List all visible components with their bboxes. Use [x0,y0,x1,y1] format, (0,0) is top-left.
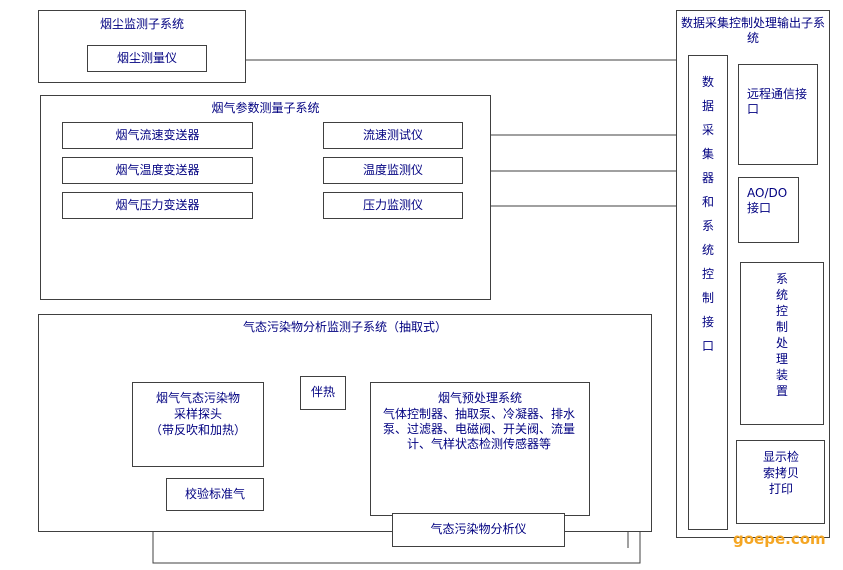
probe-line-2: 采样探头 [173,407,222,421]
temp-instrument-box: 温度监测仪 [323,157,463,184]
remote-comm-label: 远程通信接口 [747,87,808,116]
watermark: goepe.com [733,530,826,548]
aodo-interface-box: AO/DO接口 [738,177,799,243]
probe-line-3: （带反吹和加热） [149,423,246,437]
temp-instrument-label: 温度监测仪 [362,163,423,177]
flow-instrument-label: 流速测试仪 [362,128,423,142]
calibration-gas-box: 校验标准气 [166,478,264,511]
dust-subsystem-title: 烟尘监测子系统 [99,17,184,31]
temp-transmitter-box: 烟气温度变送器 [62,157,253,184]
temp-transmitter-label: 烟气温度变送器 [115,163,200,177]
flow-transmitter-label: 烟气流速变送器 [115,128,200,142]
pretreatment-title: 烟气预处理系统 [437,391,522,405]
gas-analyzer-label: 气态污染物分析仪 [430,522,527,536]
control-unit-box: 系统控制处理装置 [740,262,824,425]
pretreatment-components: 气体控制器、抽取泵、冷凝器、排水泵、过滤器、电磁阀、开关阀、流量计、气样状态检测… [382,407,575,451]
flow-instrument-box: 流速测试仪 [323,122,463,149]
probe-line-1: 烟气气态污染物 [155,391,240,405]
gas-analyzer-box: 气态污染物分析仪 [392,513,565,547]
remote-comm-box: 远程通信接口 [738,64,818,165]
control-unit-label: 系统控制处理装置 [775,272,788,398]
pretreatment-box: 烟气预处理系统 气体控制器、抽取泵、冷凝器、排水泵、过滤器、电磁阀、开关阀、流量… [370,382,590,516]
aodo-interface-label: AO/DO接口 [747,186,788,215]
data-collector-label: 数据采集器和系统控制接口 [701,75,714,353]
display-print-box: 显示检索拷贝打印 [736,440,825,524]
pressure-instrument-label: 压力监测仪 [362,198,423,212]
pressure-transmitter-box: 烟气压力变送器 [62,192,253,219]
dust-instrument-box: 烟尘测量仪 [87,45,207,72]
heat-tracing-label: 伴热 [310,385,335,399]
pollutant-subsystem-title: 气态污染物分析监测子系统（抽取式） [242,320,447,334]
dust-instrument-label: 烟尘测量仪 [116,51,177,65]
flow-transmitter-box: 烟气流速变送器 [62,122,253,149]
daq-subsystem-title: 数据采集控制处理输出子系统 [681,16,826,45]
heat-tracing-callout: 伴热 [300,376,346,410]
sampling-probe-box: 烟气气态污染物 采样探头 （带反吹和加热） [132,382,264,467]
calibration-gas-label: 校验标准气 [184,487,245,501]
pressure-transmitter-label: 烟气压力变送器 [115,198,200,212]
flue-gas-subsystem-title: 烟气参数测量子系统 [211,101,320,115]
data-collector-box: 数据采集器和系统控制接口 [688,55,728,530]
pressure-instrument-box: 压力监测仪 [323,192,463,219]
display-print-label: 显示检索拷贝打印 [762,450,799,496]
